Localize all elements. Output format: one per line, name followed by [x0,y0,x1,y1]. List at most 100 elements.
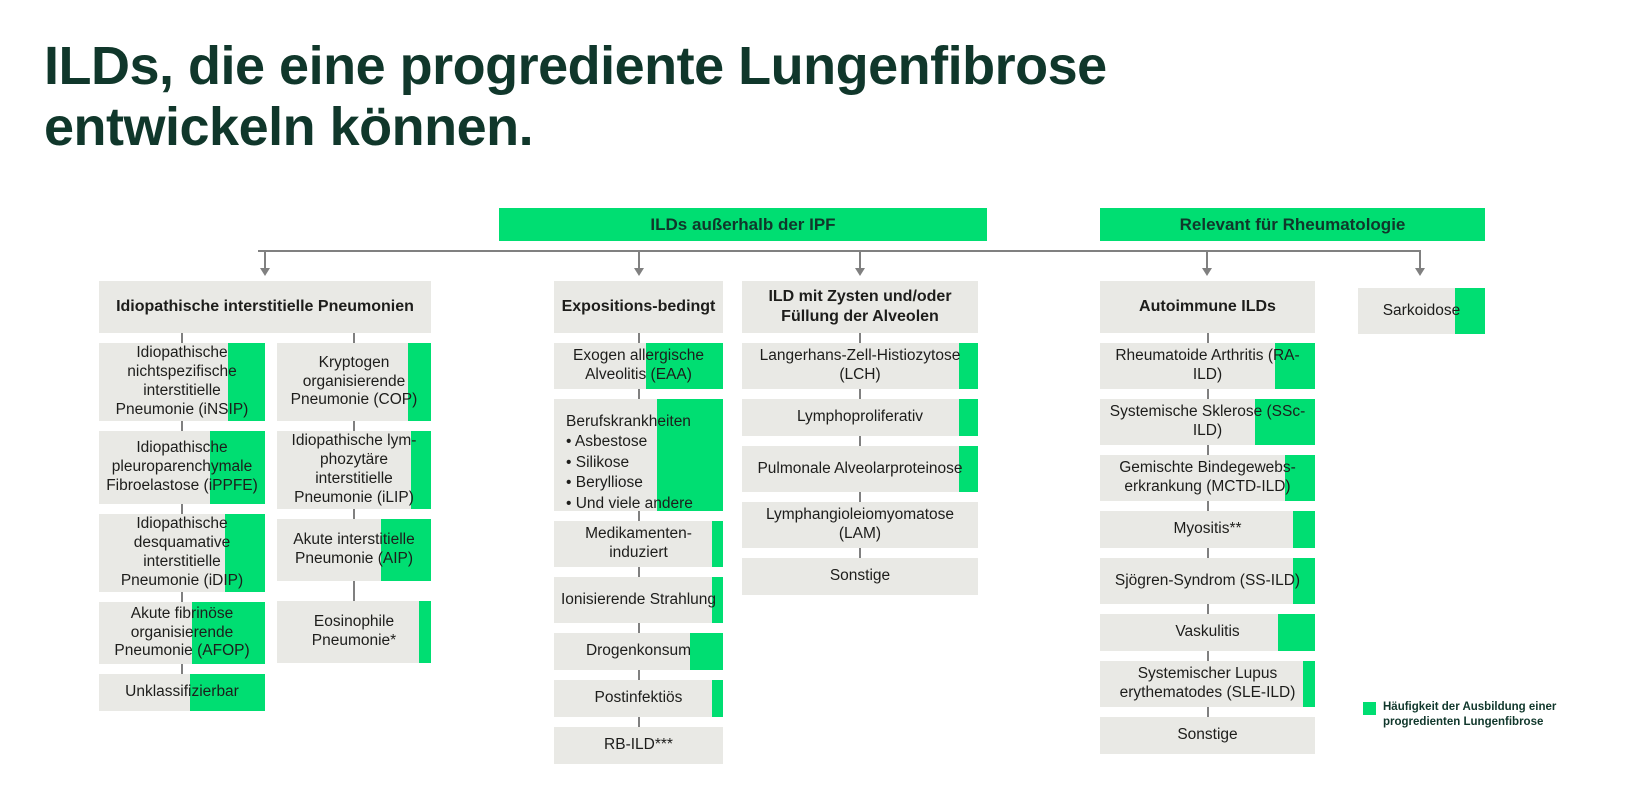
node-systemischer-lupus-erythematodes-sle-ild: Systemischer Lupus erythematodes (SLE-IL… [1100,661,1315,707]
node-lymphoproliferativ: Lymphoproliferativ [742,399,978,436]
connector-stub [181,664,183,674]
legend: Häufigkeit der Ausbildung einer progredi… [1363,700,1568,730]
arrow-col3 [855,268,865,276]
node-sonstige: Sonstige [1100,717,1315,754]
node-idiopathische-desquamative-interstitielle-pneumo: Idiopathische desquamative interstitiell… [99,514,265,592]
frequency-bar [408,343,431,421]
node-idiopathische-pleuroparenchymale-fibroelastose-i: Idiopathische pleuroparenchymale Fibroel… [99,431,265,504]
banner-label: Relevant für Rheumatologie [1179,214,1406,234]
connector-stub [353,421,355,431]
frequency-bar [419,601,431,663]
connector-stub [181,421,183,431]
connector-stub [638,511,640,521]
node-kryptogen-organisierende-pneumonie-cop: Kryptogen organisierende Pneumonie (COP) [277,343,431,421]
node-label: Gemischte Bindegewebs-erkrankung (MCTD-I… [1119,459,1296,495]
page-title: ILDs, die eine progrediente Lungenfibros… [44,36,1107,158]
node-rheumatoide-arthritis-ra-ild: Rheumatoide Arthritis (RA-ILD) [1100,343,1315,389]
node-ionisierende-strahlung: Ionisierende Strahlung [554,577,723,623]
connector-drop-col5 [1419,250,1421,272]
node-label: Rheumatoide Arthritis (RA-ILD) [1115,347,1300,383]
frequency-bar [192,602,265,664]
node-label: ILD mit Zysten und/oder Füllung der Alve… [768,288,952,325]
connector-stub [638,717,640,727]
node-label: Ionisierende Strahlung [560,590,717,608]
node-idiopathische-nichtspezifische-interstitielle-pn: Idiopathische nichtspezifische interstit… [99,343,265,421]
connector-stub [181,333,183,343]
node-idiopathische-lym-phozyt-re-interstitielle-pneum: Idiopathische lym-phozytäre interstitiel… [277,431,431,509]
node-label: Systemische Sklerose (SSc-ILD) [1109,403,1306,439]
group-header-ild-mit-zysten-und-oder-f-llung-der-alveolen: ILD mit Zysten und/oder Füllung der Alve… [742,281,978,333]
node-bullet: • Und viele andere [566,494,693,512]
node-label: Sonstige [1177,726,1238,744]
node-label: Myositis** [1173,520,1242,538]
node-label: Berufskrankheiten• Asbestose• Silikose• … [554,399,723,512]
arrow-col2 [634,268,644,276]
group-header-expositions-bedingt: Expositions-bedingt [554,281,723,333]
node-label: Unklassifizierbar [125,683,239,701]
connector-stub [353,581,355,601]
node-lymphangioleiomyomatose-lam: Lymphangioleiomyomatose (LAM) [742,502,978,548]
connector-stub [181,504,183,514]
connector-stub [1207,445,1209,455]
group-header-idiopathische-interstitielle-pneumonien: Idiopathische interstitielle Pneumonien [99,281,431,333]
connector-stub [1207,707,1209,717]
banner-label: ILDs außerhalb der IPF [650,214,836,234]
node-sj-gren-syndrom-ss-ild: Sjögren-Syndrom (SS-ILD) [1100,558,1315,604]
banner-ilds-ausserhalb-ipf: ILDs außerhalb der IPF [499,208,987,241]
node-label: RB-ILD*** [604,736,673,754]
connector-stub [353,333,355,343]
frequency-bar [1255,399,1315,445]
connector-stub [353,509,355,519]
node-systemische-sklerose-ssc-ild: Systemische Sklerose (SSc-ILD) [1100,399,1315,445]
frequency-bar [690,633,723,670]
node-label: Idiopathische lym-phozytäre interstitiel… [291,432,417,506]
connector-drop-col1 [264,250,266,272]
node-label: Vaskulitis [1175,623,1240,641]
arrow-col5 [1415,268,1425,276]
node-label: Sjögren-Syndrom (SS-ILD) [1114,571,1301,589]
arrow-col4 [1202,268,1212,276]
connector-stub [1207,333,1209,343]
frequency-bar [210,431,265,504]
node-pulmonale-alveolarproteinose: Pulmonale Alveolarproteinose [742,446,978,492]
connector-stub [638,670,640,680]
node-label: Langerhans-Zell-Histiozytose (LCH) [759,347,961,383]
legend-swatch-icon [1363,702,1376,715]
frequency-bar [646,343,723,389]
node-drogenkonsum: Drogenkonsum [554,633,723,670]
connector-stub [859,548,861,558]
connector-stub [1207,548,1209,558]
node-exogen-allergische-alveolitis-eaa: Exogen allergische Alveolitis (EAA) [554,343,723,389]
connector-stub [859,492,861,502]
connector-stub [859,436,861,446]
node-label: Idiopathische pleuroparenchymale Fibroel… [106,439,258,494]
frequency-bar [712,680,723,717]
node-label: Expositions-bedingt [561,298,716,316]
node-label: Idiopathische interstitielle Pneumonien [116,298,414,316]
node-label: Drogenkonsum [585,642,692,660]
node-label: Autoimmune ILDs [1139,298,1276,316]
group-header-autoimmune-ilds: Autoimmune ILDs [1100,281,1315,333]
node-unklassifizierbar: Unklassifizierbar [99,674,265,711]
frequency-bar [190,674,265,711]
frequency-bar [657,399,723,511]
node-bullet: • Asbestose [566,433,648,451]
node-postinfekti-s: Postinfektiös [554,680,723,717]
connector-drop-col3 [859,250,861,272]
node-label: Systemischer Lupus erythematodes (SLE-IL… [1119,665,1296,701]
connector-stub [859,389,861,399]
node-akute-interstitielle-pneumonie-aip: Akute interstitielle Pneumonie (AIP) [277,519,431,581]
node-label: Medikamenten-induziert [585,525,692,561]
node-label: Pulmonale Alveolarproteinose [757,459,963,477]
frequency-bar [1285,455,1315,501]
frequency-bar [1293,558,1315,604]
node-label: Lymphoproliferativ [796,408,924,426]
frequency-bar [712,521,723,567]
node-vaskulitis: Vaskulitis [1100,614,1315,651]
node-label: Lymphangioleiomyomatose (LAM) [765,506,955,542]
connector-stub [638,623,640,633]
node-label: Postinfektiös [594,689,683,707]
node-label: Akute fibrinöse organisierende Pneumonie… [114,604,250,660]
node-sonstige: Sonstige [742,558,978,595]
node-medikamenten-induziert: Medikamenten-induziert [554,521,723,567]
